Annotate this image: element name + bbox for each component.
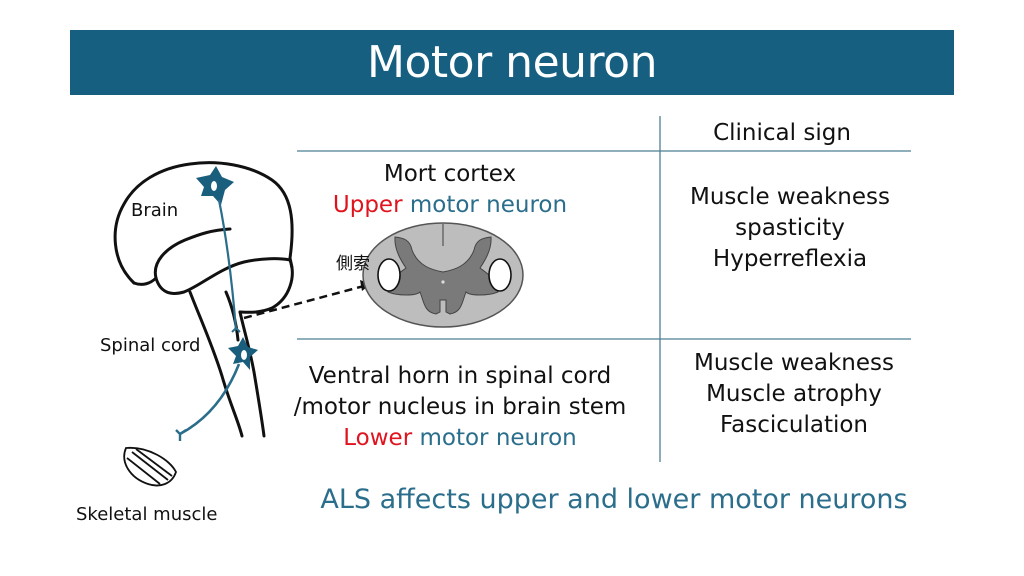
upper-level-word: Upper: [332, 192, 403, 218]
lower-location-line1: Ventral horn in spinal cord: [308, 363, 612, 389]
lower-sign: Muscle atrophy: [706, 381, 882, 407]
brain-label: Brain: [131, 200, 179, 221]
spinal-cord-label: Spinal cord: [100, 335, 201, 356]
upper-sign: Muscle weakness: [690, 184, 890, 210]
lower-motor-neuron: [175, 337, 258, 441]
lower-location: Ventral horn in spinal cord /motor nucle…: [270, 361, 650, 454]
upper-neuron-text: motor neuron: [409, 192, 568, 218]
dashed-arrow: [243, 280, 371, 320]
spinal-cord-cross-section: [362, 222, 524, 328]
lower-motor-neuron-label: Lower motor neuron: [270, 423, 650, 454]
upper-motor-neuron-label: Upper motor neuron: [300, 190, 600, 221]
upper-location: Mort cortex Upper motor neuron: [300, 159, 600, 221]
clinical-sign-header: Clinical sign: [713, 120, 851, 146]
page-title: Motor neuron: [367, 37, 657, 88]
upper-motor-neuron: [196, 166, 241, 333]
skeletal-muscle-icon: [123, 447, 177, 487]
lower-location-line2: /motor nucleus in brain stem: [293, 394, 627, 420]
title-bar: Motor neuron: [70, 30, 954, 95]
lateral-funiculus-label: 側索: [336, 254, 370, 274]
lower-neuron-text: motor neuron: [419, 425, 577, 451]
brain-outline: [113, 161, 294, 438]
lower-clinical-signs: Muscle weakness Muscle atrophy Fascicula…: [660, 348, 928, 441]
skeletal-muscle-label: Skeletal muscle: [76, 504, 218, 525]
lower-sign: Muscle weakness: [694, 350, 894, 376]
lower-level-word: Lower: [343, 425, 413, 451]
upper-sign: Hyperreflexia: [712, 246, 868, 272]
upper-sign: spasticity: [735, 215, 845, 241]
als-note: ALS affects upper and lower motor neuron…: [320, 484, 908, 515]
upper-clinical-signs: Muscle weakness spasticity Hyperreflexia: [660, 182, 920, 275]
upper-location-text: Mort cortex: [383, 161, 517, 187]
lower-sign: Fasciculation: [720, 412, 868, 438]
